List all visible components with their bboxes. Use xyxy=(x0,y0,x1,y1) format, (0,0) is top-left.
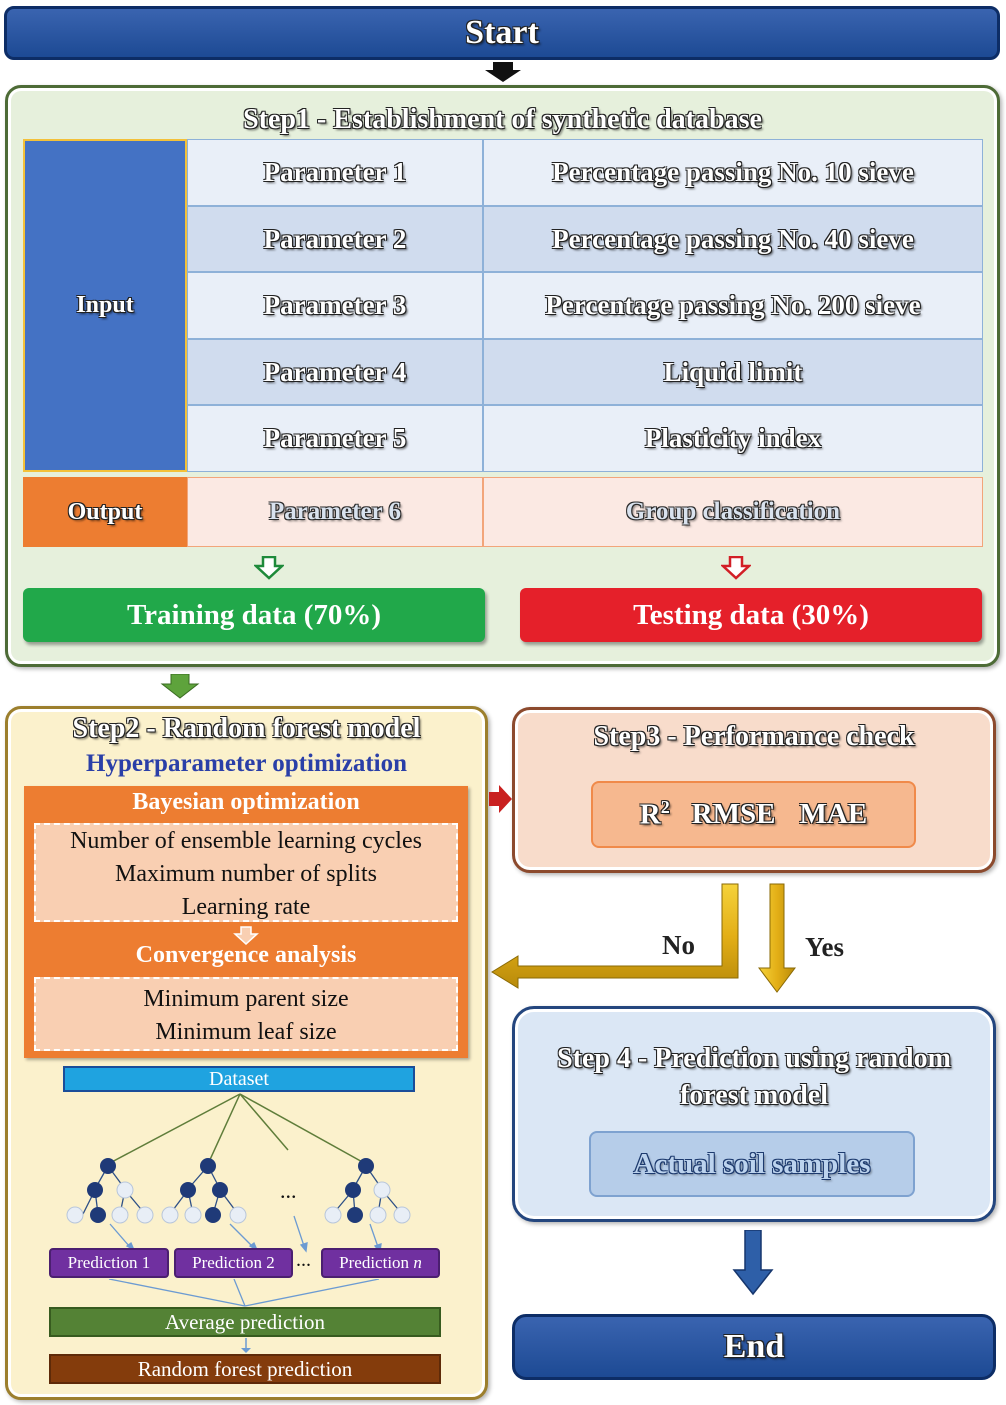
actual-soil-samples-box: Actual soil samples xyxy=(589,1131,915,1197)
convergence-label: Convergence analysis xyxy=(135,941,357,968)
output-label-cell: Output xyxy=(23,477,187,547)
arrow-to-testing xyxy=(721,556,751,580)
param-cell-3: Parameter 3 xyxy=(187,272,483,339)
bayes-param-3: Learning rate xyxy=(181,893,311,920)
arrow-to-training xyxy=(254,556,284,580)
metric-r: R xyxy=(639,798,661,831)
param-cell-2: Parameter 2 xyxy=(187,206,483,272)
arrow-step4-to-end xyxy=(732,1230,774,1296)
arrow-to-convergence xyxy=(233,926,259,946)
decision-no-label: No xyxy=(662,930,695,960)
prediction-2-label: Prediction 2 xyxy=(192,1253,275,1272)
random-forest-trees xyxy=(66,1093,411,1254)
testing-data-label: Testing data (30%) xyxy=(633,598,869,631)
convergence-params: Minimum parent size Minimum leaf size xyxy=(32,975,460,1053)
step4-title-line2: forest model xyxy=(680,1080,828,1111)
input-label: Input xyxy=(76,292,134,318)
arrow-step2-to-step3 xyxy=(489,785,512,813)
desc-cell-3: Percentage passing No. 200 sieve xyxy=(483,272,983,339)
metric-r-sup: 2 xyxy=(660,797,670,818)
decision-arrows xyxy=(491,883,796,993)
metrics-box: R2 RMSE MAE xyxy=(591,781,916,848)
prediction-n-label: Prediction xyxy=(339,1253,414,1272)
param-cell-4: Parameter 4 xyxy=(187,339,483,405)
bayes-param-1: Number of ensemble learning cycles xyxy=(70,827,422,854)
training-data-label: Training data (70%) xyxy=(126,598,382,631)
end-label: End xyxy=(723,1328,785,1365)
input-table: Parameter 1 Percentage passing No. 10 si… xyxy=(187,139,983,472)
bayes-param-2: Maximum number of splits xyxy=(115,860,377,887)
prediction-n-index: n xyxy=(413,1253,422,1272)
random-forest-prediction-label: Random forest prediction xyxy=(137,1356,353,1381)
arrow-step1-to-step2 xyxy=(160,674,200,699)
step2-title: Step2 - Random forest model xyxy=(72,713,421,744)
metric-mae: MAE xyxy=(799,798,868,830)
step1-title: Step1 - Establishment of synthetic datab… xyxy=(243,104,762,135)
conv-param-1: Minimum parent size xyxy=(143,985,349,1012)
actual-soil-samples-label: Actual soil samples xyxy=(633,1147,871,1180)
output-label: Output xyxy=(67,498,143,525)
desc-cell-4: Liquid limit xyxy=(483,339,983,405)
metric-rmse: RMSE xyxy=(691,798,776,830)
training-data-bar: Training data (70%) xyxy=(23,588,485,642)
param-cell-5: Parameter 5 xyxy=(187,405,483,472)
prediction-2-box: Prediction 2 xyxy=(174,1248,293,1278)
output-param-cell: Parameter 6 xyxy=(187,477,483,547)
arrow-average-to-final xyxy=(241,1338,251,1353)
random-forest-prediction-bar: Random forest prediction xyxy=(49,1354,441,1384)
prediction-n-box: Prediction n xyxy=(321,1248,440,1278)
desc-cell-5: Plasticity index xyxy=(483,405,983,472)
average-prediction-label: Average prediction xyxy=(165,1309,325,1334)
tree-ellipsis: ... xyxy=(280,1178,297,1203)
prediction-merge-lines xyxy=(108,1279,380,1307)
input-label-cell: Input xyxy=(23,139,187,472)
testing-data-bar: Testing data (30%) xyxy=(520,588,982,642)
bayesian-params: Number of ensemble learning cycles Maxim… xyxy=(32,821,460,924)
output-desc-cell: Group classification xyxy=(483,477,983,547)
prediction-1-box: Prediction 1 xyxy=(49,1248,169,1278)
step4-title-line1: Step 4 - Prediction using random xyxy=(557,1043,951,1074)
start-label: Start xyxy=(465,14,539,51)
bayesian-label: Bayesian optimization xyxy=(132,788,360,815)
dataset-label: Dataset xyxy=(209,1067,269,1090)
step3-title: Step3 - Performance check xyxy=(593,721,915,752)
decision-yes-label: Yes xyxy=(805,932,844,962)
conv-param-2: Minimum leaf size xyxy=(155,1018,337,1045)
desc-cell-2: Percentage passing No. 40 sieve xyxy=(483,206,983,272)
start-box: Start xyxy=(4,6,1000,60)
dataset-bar: Dataset xyxy=(63,1066,415,1092)
average-prediction-bar: Average prediction xyxy=(49,1307,441,1337)
prediction-1-label: Prediction 1 xyxy=(67,1253,151,1272)
step2-subtitle: Hyperparameter optimization xyxy=(86,750,407,777)
metric-r-squared: R2 xyxy=(640,797,670,832)
prediction-ellipsis: ... xyxy=(296,1249,311,1271)
end-box: End xyxy=(512,1314,996,1380)
arrow-start-down xyxy=(485,62,521,82)
param-cell-1: Parameter 1 xyxy=(187,139,483,206)
desc-cell-1: Percentage passing No. 10 sieve xyxy=(483,139,983,206)
